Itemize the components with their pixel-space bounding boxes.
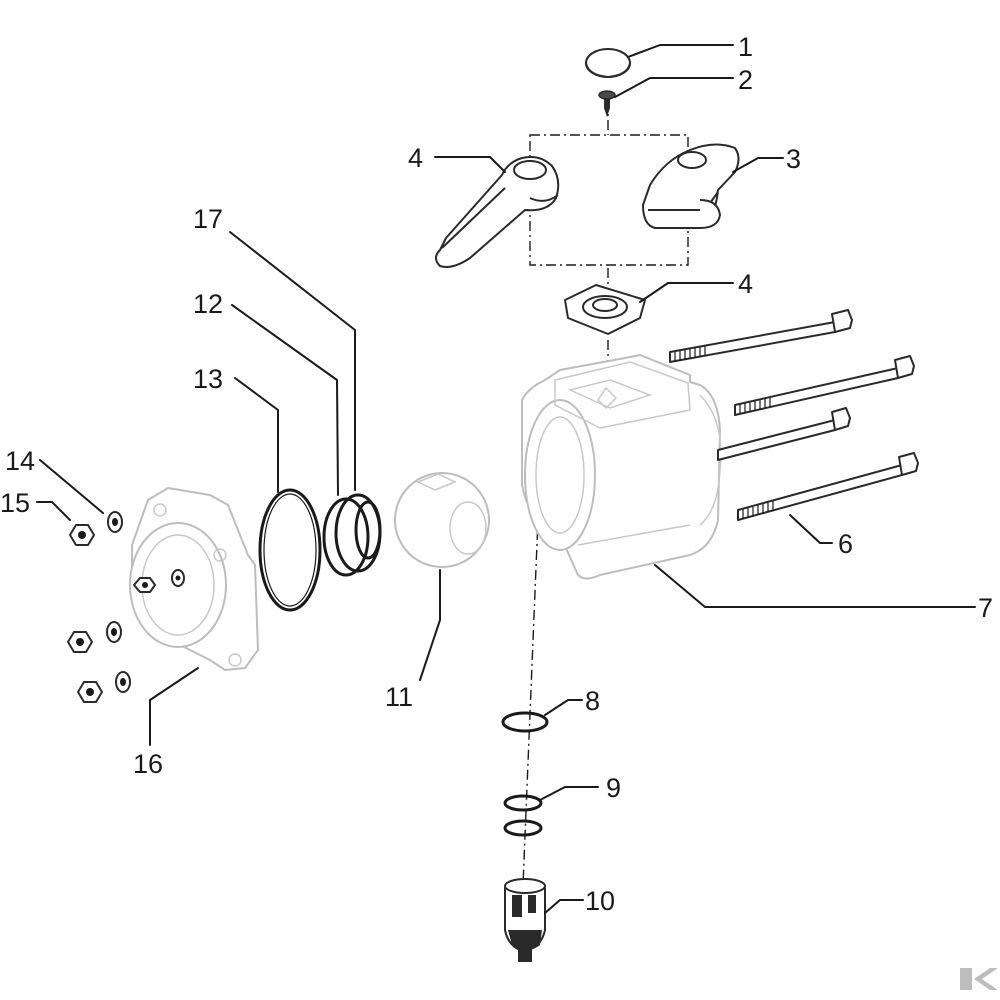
leader-15 [36,501,71,521]
leader-2 [614,77,734,98]
leader-12 [231,304,339,496]
callout-10: 10 [585,886,615,916]
leader-13 [234,377,279,493]
callout-11: 11 [385,682,413,712]
o-ring-part [258,488,322,612]
callout-12: 12 [193,289,223,319]
callout-6: 6 [838,529,853,559]
leader-11 [419,569,441,681]
callout-7: 7 [978,593,993,623]
leader-7 [654,564,976,608]
gasket-plate-part [564,284,646,335]
callout-14: 14 [5,446,35,476]
leader-8 [544,699,583,716]
callout-17: 17 [193,204,223,234]
butterfly-handle-part [642,143,740,229]
ball-part [394,472,490,568]
valve-body-part [521,354,722,580]
callout-13: 13 [193,364,223,394]
leader-9 [539,786,599,801]
cap-part [585,48,631,78]
callout-labels: 1 2 3 4 4 6 7 8 9 10 11 12 13 14 15 16 1… [0,32,993,916]
leader-6 [789,514,833,544]
leader-4b [639,282,734,303]
leader-14 [39,459,104,514]
callout-3: 3 [786,144,801,174]
leader-1 [627,44,734,58]
leader-16 [149,667,199,746]
small-rings-part [501,711,549,837]
screw-part [598,90,616,117]
lever-handle-part [435,156,560,268]
leader-4a [434,156,506,173]
nuts-washers-part [67,511,131,703]
callout-4-lower: 4 [738,269,753,299]
leader-17 [229,231,356,491]
brand-logo-icon [960,968,998,990]
bolts-part [669,309,919,521]
callout-4-upper: 4 [408,143,423,173]
callout-1: 1 [738,32,753,62]
leader-3 [732,157,784,173]
callout-16: 16 [133,749,163,779]
leader-10 [544,899,584,914]
flange-cover-part [129,487,259,671]
callout-15: 15 [0,488,30,518]
leader-lines [36,44,976,914]
callout-8: 8 [585,686,600,716]
callout-9: 9 [606,773,621,803]
cartridge-part [504,878,546,962]
seat-rings-part [322,493,382,577]
lower-axis [522,469,541,886]
callout-2: 2 [738,65,753,95]
